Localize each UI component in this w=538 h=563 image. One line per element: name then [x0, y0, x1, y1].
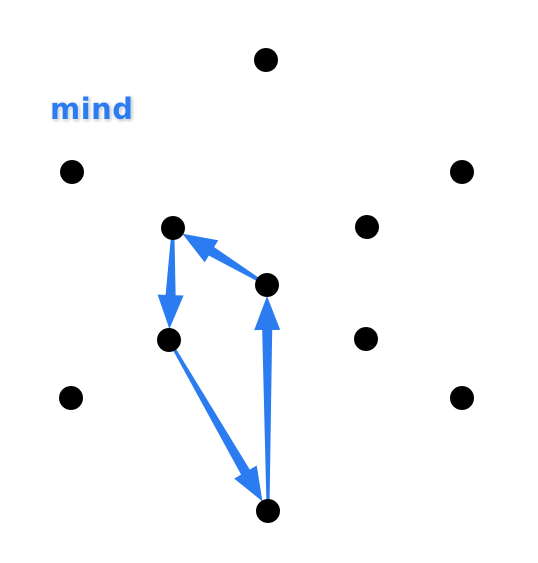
dot-bottom — [256, 499, 280, 523]
dot-inner-upper-right — [355, 215, 379, 239]
dot-center — [255, 273, 279, 297]
arrow-inner-upper-left-to-inner-lower-left — [157, 231, 184, 329]
dot-inner-lower-right — [354, 327, 378, 351]
arrows-layer — [157, 231, 281, 507]
word-label: mind — [50, 92, 134, 126]
dot-top — [254, 48, 278, 72]
dot-lower-left — [59, 386, 83, 410]
dot-lower-right — [450, 386, 474, 410]
arrow-inner-lower-left-to-bottom — [169, 342, 263, 502]
dots-layer — [59, 48, 474, 523]
arrow-center-to-inner-upper-left — [182, 233, 265, 285]
dot-upper-left — [60, 160, 84, 184]
dot-upper-right — [450, 160, 474, 184]
arrow-bottom-to-center — [254, 296, 281, 507]
dot-inner-upper-left — [161, 216, 185, 240]
dot-inner-lower-left — [157, 328, 181, 352]
